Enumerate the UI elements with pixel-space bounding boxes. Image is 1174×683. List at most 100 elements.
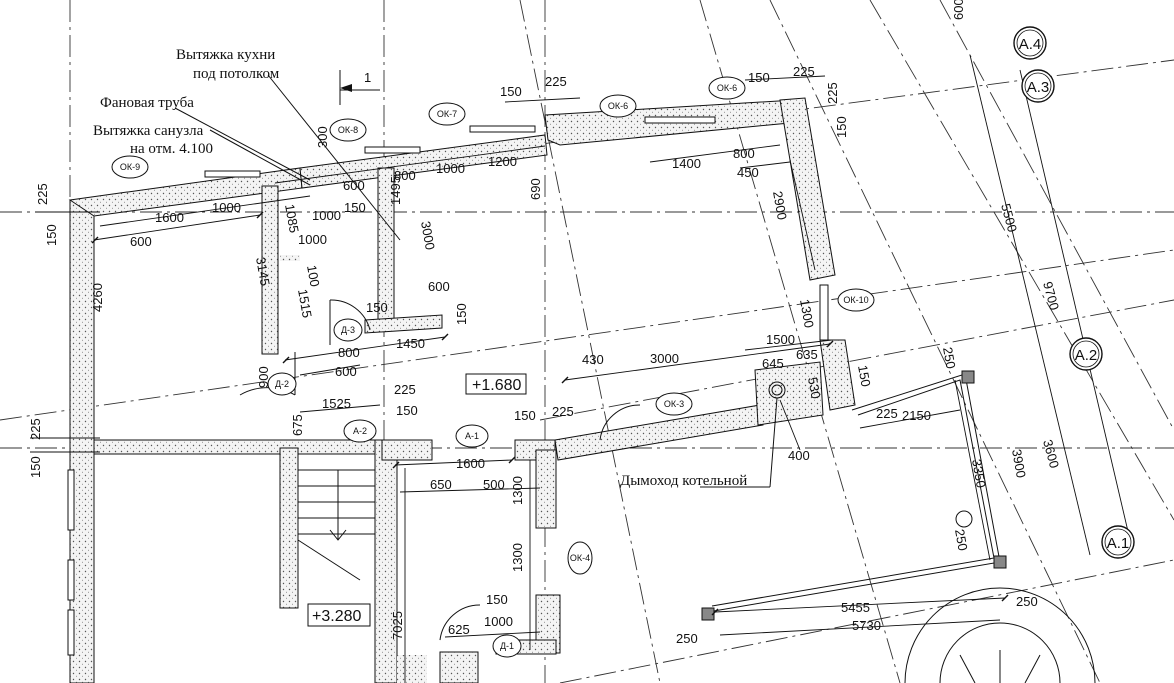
svg-text:+1.680: +1.680: [472, 377, 521, 394]
dim-600-top: 600: [951, 0, 966, 20]
svg-text:А.1: А.1: [1107, 535, 1130, 552]
opening-tag-d2: Д-2: [267, 372, 297, 396]
svg-text:+3.280: +3.280: [312, 608, 361, 625]
dim-150-left2: 150: [28, 456, 43, 478]
dim-600-d: 600: [335, 364, 357, 379]
opening-tag-ok10: ОК-10: [837, 288, 875, 312]
boiler-chimney-note: Дымоход котельной: [620, 473, 747, 489]
svg-text:ОК-6: ОК-6: [717, 83, 737, 93]
opening-tag-d1: Д-1: [492, 634, 522, 658]
dim-1200: 1200: [488, 154, 517, 169]
dim-150-m: 150: [366, 300, 388, 315]
dim-1000-d: 1000: [298, 232, 327, 247]
fan-pipe-note: Фановая труба: [100, 95, 194, 111]
dim-1300-a: 1300: [797, 298, 817, 329]
dim-625: 625: [448, 622, 470, 637]
opening-tag-a1: А-1: [455, 424, 489, 448]
dim-3900: 3900: [1009, 448, 1029, 479]
dim-250-d: 250: [676, 631, 698, 646]
level-mark-2: +3.280: [307, 603, 371, 627]
section-mark: 1: [364, 70, 371, 85]
dim-1300-b: 1300: [510, 476, 525, 505]
opening-tag-ok3: ОК-3: [655, 392, 693, 416]
dim-250-c: 250: [1016, 594, 1038, 609]
dim-800-c: 800: [338, 345, 360, 360]
dim-5455: 5455: [841, 600, 870, 615]
svg-text:А.4: А.4: [1019, 36, 1042, 53]
svg-text:ОК-7: ОК-7: [437, 109, 457, 119]
dim-225-b: 225: [793, 64, 815, 79]
dim-150-q: 150: [514, 408, 536, 423]
dim-600-c: 600: [428, 279, 450, 294]
opening-tag-ok8: ОК-8: [329, 118, 367, 142]
svg-text:Д-2: Д-2: [275, 379, 289, 389]
bath-vent-note-1: Вытяжка санузла: [93, 123, 204, 139]
dim-1600-a: 1600: [155, 210, 184, 225]
dim-1000-c: 1000: [312, 208, 341, 223]
dimension-lines: [30, 54, 1131, 683]
dim-1495: 1495: [388, 176, 403, 205]
level-mark-1: +1.680: [465, 373, 527, 395]
dim-1000-a: 1000: [436, 161, 465, 176]
dim-100: 100: [304, 264, 323, 288]
dim-150-c: 150: [834, 116, 849, 138]
dim-150-s: 150: [486, 592, 508, 607]
dim-1300-c: 1300: [510, 543, 525, 572]
svg-text:А-2: А-2: [353, 426, 367, 436]
dim-9700: 9700: [1040, 280, 1062, 312]
dim-3350: 3350: [969, 458, 989, 489]
dim-300: 300: [315, 126, 330, 148]
dim-150-a: 150: [500, 84, 522, 99]
dim-1000-b: 1000: [212, 200, 241, 215]
dim-530: 530: [805, 376, 824, 400]
svg-text:ОК-6: ОК-6: [608, 101, 628, 111]
dim-900: 900: [256, 366, 271, 388]
dim-2900: 2900: [770, 190, 790, 221]
opening-tag-ok9: ОК-9: [111, 155, 149, 179]
dim-1525: 1525: [322, 396, 351, 411]
dim-150-n: 150: [454, 303, 469, 325]
svg-text:А-1: А-1: [465, 431, 479, 441]
dimension-texts: 600 225 150 150 225 225 150 300 600 800 …: [28, 0, 1062, 646]
dim-225-n: 225: [552, 404, 574, 419]
dim-800-b: 800: [733, 146, 755, 161]
svg-text:ОК-10: ОК-10: [843, 295, 868, 305]
dim-5730: 5730: [852, 618, 881, 633]
axis-bubble-a1: А.1: [1101, 525, 1135, 559]
opening-tag-a2: А-2: [343, 419, 377, 443]
dim-1600-b: 1600: [456, 456, 485, 471]
dim-1400: 1400: [672, 156, 701, 171]
dim-675: 675: [290, 414, 305, 436]
dim-600-k: 600: [343, 178, 365, 193]
dim-3145: 3145: [253, 256, 273, 287]
dim-3600: 3600: [1040, 438, 1062, 470]
dim-1515: 1515: [295, 288, 315, 319]
dim-3000-a: 3000: [418, 220, 438, 251]
kitchen-hood-note-2: под потолком: [193, 66, 280, 82]
dim-400: 400: [788, 448, 810, 463]
dim-150-p: 150: [396, 403, 418, 418]
dim-3000-b: 3000: [650, 351, 679, 366]
axis-bubble-a3: А.3: [1021, 69, 1055, 103]
svg-text:Д-1: Д-1: [500, 641, 514, 651]
svg-text:А.2: А.2: [1075, 347, 1098, 364]
dim-2150: 2150: [902, 408, 931, 423]
dim-1450: 1450: [396, 336, 425, 351]
dim-5500: 5500: [998, 202, 1020, 234]
dim-450: 450: [737, 165, 759, 180]
opening-tag-ok7: ОК-7: [428, 102, 466, 126]
axis-bubble-a4: А.4: [1013, 26, 1047, 60]
dim-250-b: 250: [952, 528, 971, 552]
dim-225-left: 225: [35, 183, 50, 205]
dim-1500: 1500: [766, 332, 795, 347]
dim-225-c: 225: [825, 82, 840, 104]
svg-text:ОК-3: ОК-3: [664, 399, 684, 409]
dim-150-b: 150: [748, 70, 770, 85]
dim-250-a: 250: [940, 346, 959, 370]
door-swings: [239, 299, 641, 641]
opening-tag-ok4: ОК-4: [567, 541, 593, 575]
dim-7025: 7025: [390, 611, 405, 640]
dim-800-a: 800: [394, 168, 416, 183]
dim-150-left: 150: [44, 224, 59, 246]
